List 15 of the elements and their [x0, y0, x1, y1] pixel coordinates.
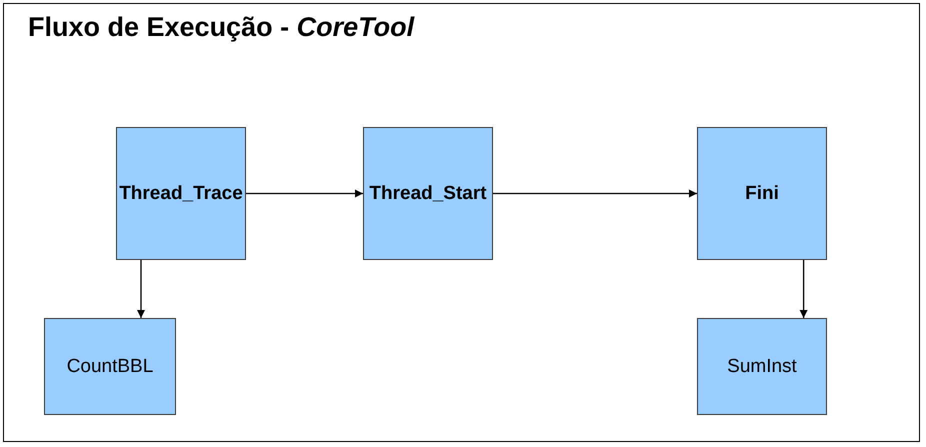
box-label: SumInst	[727, 356, 797, 378]
process-box	[363, 127, 493, 260]
arrow	[493, 190, 697, 198]
arrow	[137, 260, 145, 318]
box-label: Fini	[745, 182, 779, 204]
box-label: Thread_Trace	[119, 182, 243, 204]
arrow	[800, 260, 808, 318]
process-box	[44, 318, 176, 415]
box-label: Thread_Start	[369, 182, 487, 204]
process-box	[697, 318, 827, 415]
process-box	[116, 127, 246, 260]
arrow	[246, 190, 363, 198]
diagram-title: Fluxo de Execução - CoreTool	[28, 12, 414, 43]
box-label: CountBBL	[66, 356, 154, 378]
process-box	[697, 127, 827, 260]
